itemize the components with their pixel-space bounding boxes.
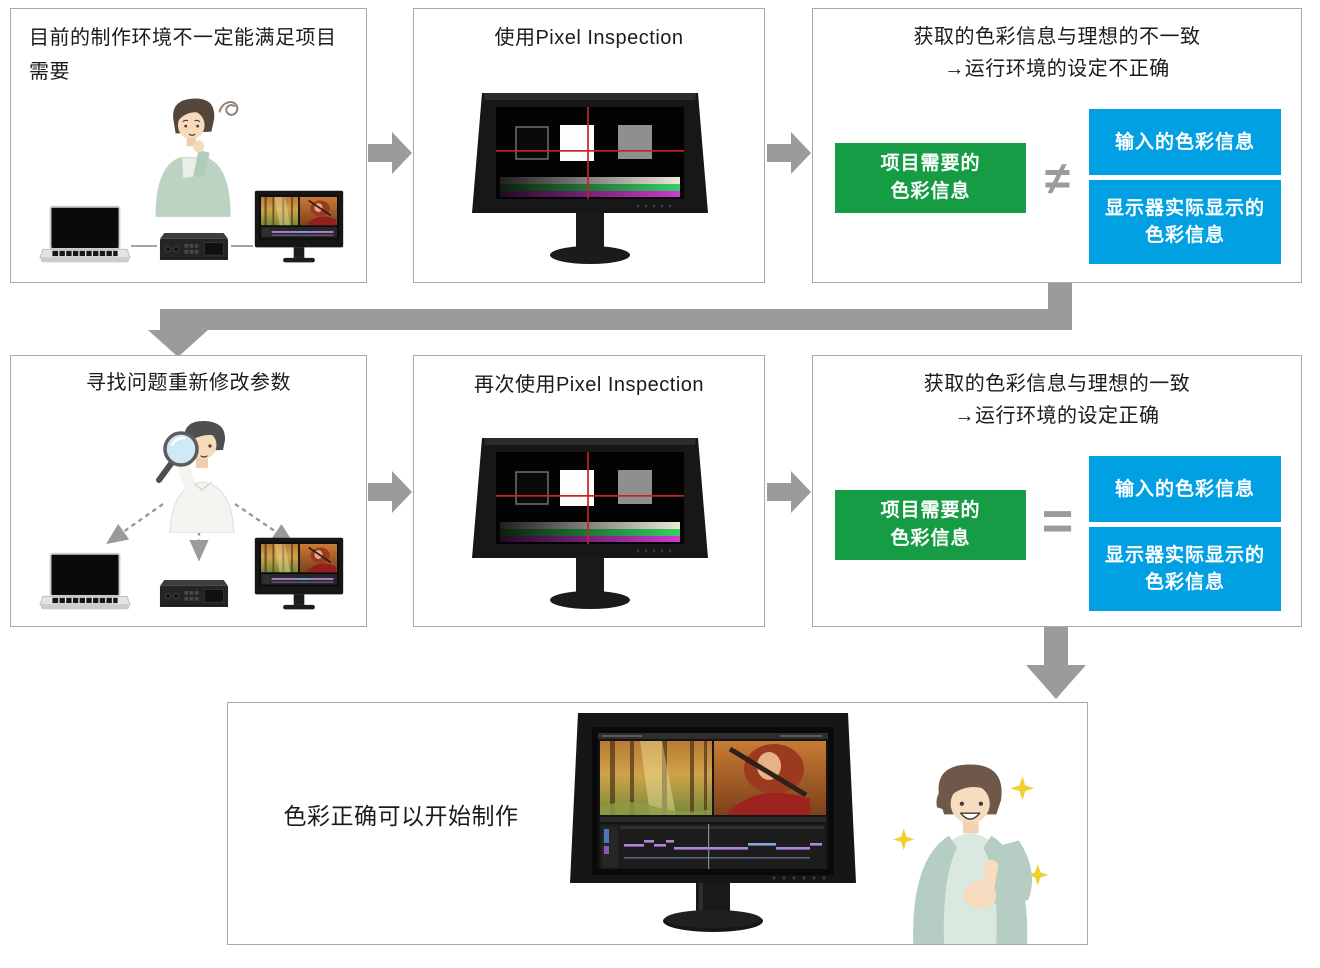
- displayed-color-line2: 色彩信息: [1144, 225, 1225, 246]
- equal-sign: =: [1041, 491, 1074, 551]
- cable-line: [231, 245, 253, 247]
- step3-title-line2: →运行环境的设定不正确: [944, 58, 1170, 80]
- input-color-label: 输入的色彩信息: [1114, 478, 1255, 500]
- input-color-box: 输入的色彩信息: [1089, 109, 1281, 175]
- step7-title: 色彩正确可以开始制作: [283, 803, 519, 829]
- magnifier-person-illustration: [126, 418, 276, 533]
- step3-box: 获取的色彩信息与理想的不一致 →运行环境的设定不正确 项目需要的 色彩信息 ≠ …: [812, 8, 1302, 283]
- input-color-box: 输入的色彩信息: [1089, 456, 1281, 522]
- step1-title-line1: 目前的制作环境不一定能满足项目: [29, 27, 337, 49]
- required-color-line2: 色彩信息: [890, 181, 971, 202]
- dashed-arrows: [106, 503, 294, 562]
- right-arrow-icon: [368, 130, 412, 176]
- right-arrow-icon: [767, 469, 811, 515]
- step6-title-line1: 获取的色彩信息与理想的一致: [923, 373, 1191, 395]
- displayed-color-box: 显示器实际显示的 色彩信息: [1089, 180, 1281, 264]
- laptop-icon: [39, 205, 131, 265]
- step5-box: 再次使用Pixel Inspection: [413, 355, 765, 627]
- step1-title: 目前的制作环境不一定能满足项目 需要: [29, 21, 359, 89]
- required-color-box: 项目需要的 色彩信息: [835, 143, 1026, 213]
- required-color-line1: 项目需要的: [880, 153, 981, 174]
- input-color-label: 输入的色彩信息: [1114, 131, 1255, 153]
- elbow-arrow-icon: [140, 283, 1080, 357]
- step6-box: 获取的色彩信息与理想的一致 →运行环境的设定正确 项目需要的 色彩信息 = 输入…: [812, 355, 1302, 627]
- inspection-monitor-icon: [460, 89, 720, 271]
- down-arrow-icon: [1018, 627, 1094, 701]
- required-color-line2: 色彩信息: [890, 528, 971, 549]
- step7-box: 色彩正确可以开始制作: [227, 702, 1088, 945]
- displayed-color-box: 显示器实际显示的 色彩信息: [1089, 527, 1281, 611]
- not-equal-sign: ≠: [1044, 152, 1071, 204]
- right-arrow-icon: [767, 130, 811, 176]
- editing-monitor-icon: [253, 536, 345, 612]
- required-color-line1: 项目需要的: [880, 500, 981, 521]
- video-device-icon: [157, 578, 231, 610]
- happy-person-illustration: [880, 755, 1058, 944]
- step3-title-line1: 获取的色彩信息与理想的不一致: [913, 26, 1201, 48]
- step4-title: 寻找问题重新修改参数: [86, 372, 291, 394]
- step4-box: 寻找问题重新修改参数: [10, 355, 367, 627]
- step5-title: 再次使用Pixel Inspection: [473, 374, 705, 396]
- step1-title-line2: 需要: [29, 61, 70, 83]
- required-color-box: 项目需要的 色彩信息: [835, 490, 1026, 560]
- laptop-icon: [39, 552, 131, 612]
- inspection-monitor-icon: [460, 434, 720, 616]
- step2-box: 使用Pixel Inspection: [413, 8, 765, 283]
- editing-monitor-large-icon: [558, 711, 868, 939]
- right-arrow-icon: [368, 469, 412, 515]
- step1-box: 目前的制作环境不一定能满足项目 需要: [10, 8, 367, 283]
- displayed-color-line1: 显示器实际显示的: [1104, 198, 1265, 219]
- video-device-icon: [157, 231, 231, 263]
- displayed-color-line1: 显示器实际显示的: [1104, 545, 1265, 566]
- step2-title: 使用Pixel Inspection: [494, 27, 684, 49]
- displayed-color-line2: 色彩信息: [1144, 572, 1225, 593]
- editing-monitor-icon: [253, 189, 345, 265]
- cable-line: [131, 245, 157, 247]
- thinking-person-illustration: [139, 93, 249, 217]
- step6-title-line2: →运行环境的设定正确: [954, 405, 1160, 427]
